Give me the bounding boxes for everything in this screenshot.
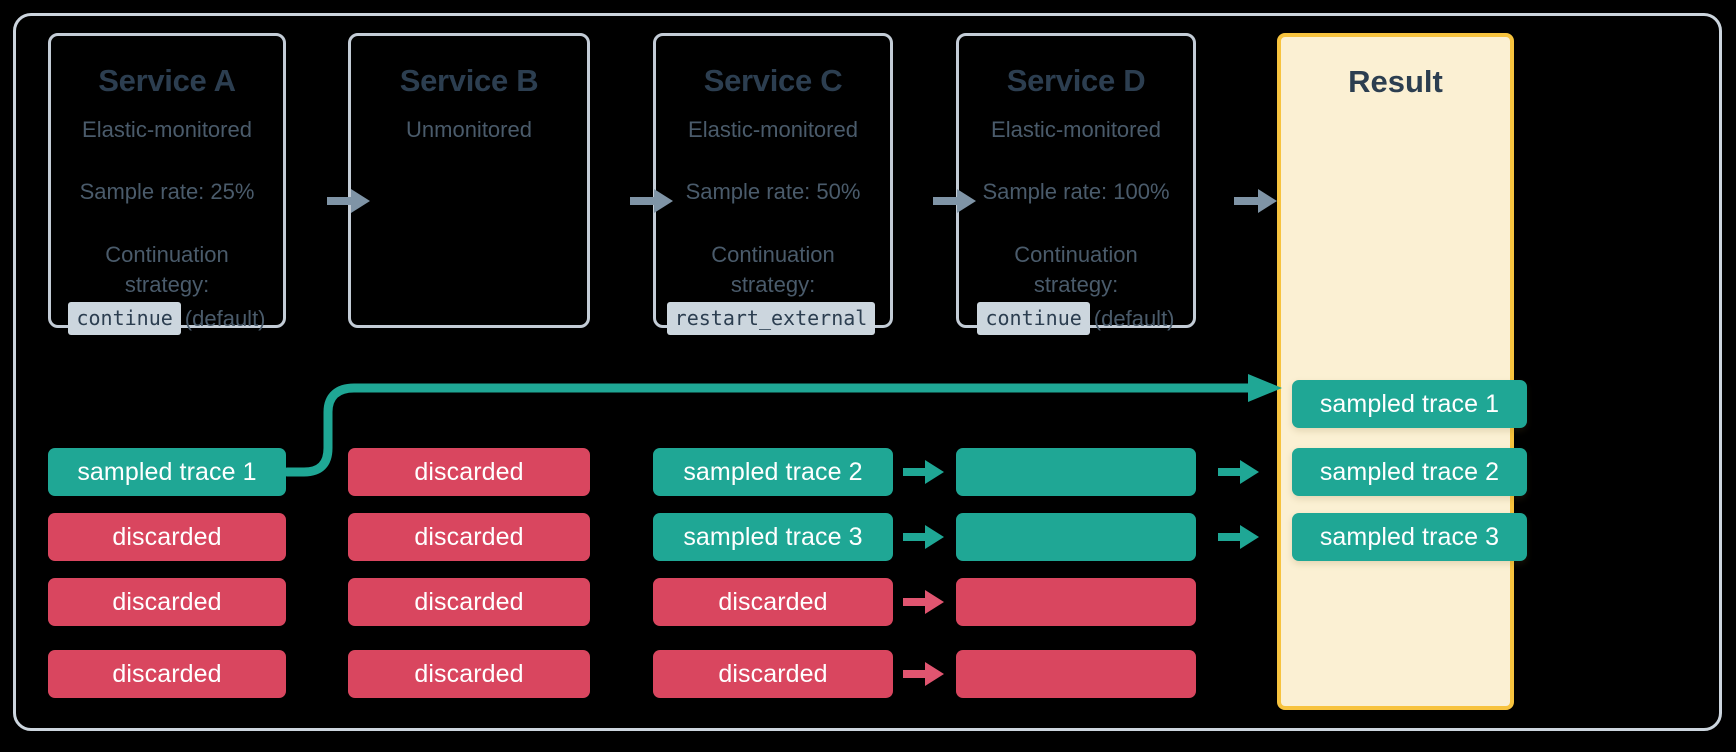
service-sample-rate: Sample rate: 50% <box>685 179 861 204</box>
trace-label: discarded <box>718 587 828 616</box>
strategy-value-row: continue(default) <box>959 302 1193 335</box>
trace-label: discarded <box>718 659 828 688</box>
trace-label: discarded <box>414 457 524 486</box>
strategy-label-line2: strategy: <box>1033 272 1119 297</box>
strategy-label-line1: Continuation <box>1014 242 1138 267</box>
row-arrow-sampled-c-to-d-1 <box>903 460 944 484</box>
trace-pill: sampled trace 2 <box>653 448 893 496</box>
row-arrow-discarded-c-to-d-2 <box>903 662 944 686</box>
service-title: Service A <box>98 63 236 98</box>
flow-arrow-d-to-result <box>1234 189 1277 213</box>
strategy-code-chip: continue <box>977 302 1090 335</box>
service-continuation-strategy: Continuation strategy: continue(default) <box>959 240 1193 335</box>
trace-pill: discarded <box>348 650 590 698</box>
service-monitoring-status: Elastic-monitored <box>991 117 1161 142</box>
trace-label: sampled trace 3 <box>1319 522 1500 551</box>
result-panel: Result <box>1277 33 1514 710</box>
row-arrow-discarded-c-to-d-1 <box>903 590 944 614</box>
trace-pill: sampled trace 1 <box>48 448 286 496</box>
strategy-label-line2: strategy: <box>124 272 210 297</box>
service-monitoring-status: Elastic-monitored <box>688 117 858 142</box>
service-title: Service B <box>399 63 539 98</box>
trace-pill: sampled trace 3 <box>653 513 893 561</box>
result-trace-pill: sampled trace 3 <box>1292 513 1527 561</box>
strategy-label-line1: Continuation <box>105 242 229 267</box>
row-arrow-d-to-result-1 <box>1218 460 1259 484</box>
trace-label: sampled trace 1 <box>1319 389 1500 418</box>
trace-pill: discarded <box>653 650 893 698</box>
service-continuation-strategy: Continuation strategy: continue(default) <box>51 240 283 335</box>
trace-pill <box>956 513 1196 561</box>
trace-label: discarded <box>112 659 222 688</box>
trace-label: discarded <box>414 587 524 616</box>
row-arrow-sampled-c-to-d-2 <box>903 525 944 549</box>
result-title: Result <box>1348 64 1443 99</box>
service-sample-rate: Sample rate: 100% <box>982 179 1170 204</box>
strategy-code-chip: restart_external <box>666 302 876 335</box>
trace-pill: discarded <box>48 650 286 698</box>
trace-pill <box>956 578 1196 626</box>
service-card-c: Service C Elastic-monitored Sample rate:… <box>653 33 893 335</box>
strategy-code-chip: continue <box>68 302 181 335</box>
trace-pill: discarded <box>48 513 286 561</box>
flow-arrow-b-to-c <box>630 189 673 213</box>
sampled-trace-1-connector <box>282 374 1282 477</box>
result-trace-pill: sampled trace 2 <box>1292 448 1527 496</box>
trace-pill: discarded <box>48 578 286 626</box>
trace-pill: discarded <box>348 513 590 561</box>
strategy-default-note: (default) <box>184 305 266 331</box>
trace-label: sampled trace 2 <box>683 457 863 486</box>
service-title: Service D <box>1006 63 1146 98</box>
trace-label: discarded <box>414 659 524 688</box>
strategy-default-note: (default) <box>1093 305 1175 331</box>
trace-pill <box>956 650 1196 698</box>
strategy-label-line2: strategy: <box>730 272 816 297</box>
flow-arrow-a-to-b <box>327 189 370 213</box>
trace-label: sampled trace 2 <box>1319 457 1500 486</box>
service-card-d: Service D Elastic-monitored Sample rate:… <box>956 33 1196 335</box>
flow-arrow-c-to-d <box>933 189 976 213</box>
service-title: Service C <box>703 63 843 98</box>
trace-label: discarded <box>112 587 222 616</box>
trace-label: discarded <box>414 522 524 551</box>
trace-pill <box>956 448 1196 496</box>
service-card-a: Service A Elastic-monitored Sample rate:… <box>48 33 286 335</box>
trace-label: discarded <box>112 522 222 551</box>
result-trace-pill: sampled trace 1 <box>1292 380 1527 428</box>
service-card-b: Service B Unmonitored <box>348 33 590 328</box>
trace-pill: discarded <box>348 448 590 496</box>
trace-label: sampled trace 3 <box>683 522 863 551</box>
trace-label: sampled trace 1 <box>77 457 257 486</box>
service-sample-rate: Sample rate: 25% <box>79 179 255 204</box>
trace-pill: discarded <box>653 578 893 626</box>
service-continuation-strategy: Continuation strategy: restart_external <box>656 240 890 335</box>
strategy-label-line1: Continuation <box>711 242 835 267</box>
strategy-value-row: restart_external <box>656 302 890 335</box>
trace-pill: discarded <box>348 578 590 626</box>
service-monitoring-status: Elastic-monitored <box>82 117 252 142</box>
row-arrow-d-to-result-2 <box>1218 525 1259 549</box>
service-monitoring-status: Unmonitored <box>406 117 532 142</box>
strategy-value-row: continue(default) <box>51 302 283 335</box>
